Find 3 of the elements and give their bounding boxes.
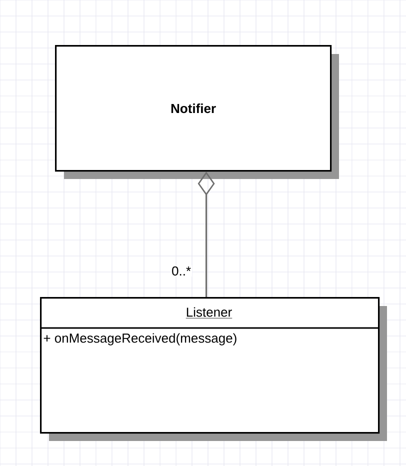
class-box: Listener + onMessageReceived(message) [40,297,387,441]
multiplicity-label: 0..* [170,265,192,277]
class-box: Notifier [55,45,339,179]
